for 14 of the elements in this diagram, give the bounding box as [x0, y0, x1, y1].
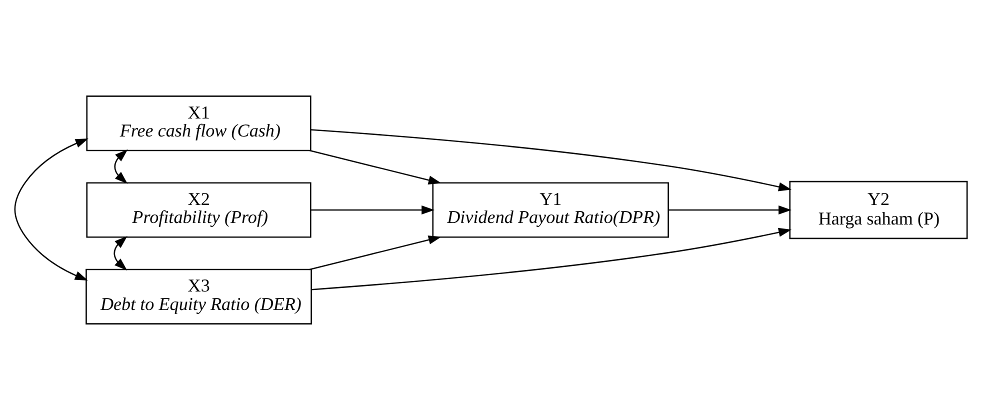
node-box: Y1 Dividend Payout Ratio(DPR) — [432, 182, 669, 238]
arrow — [114, 148, 128, 184]
arrow — [668, 204, 792, 214]
node-box: X2 Profitability (Prof) — [86, 182, 312, 238]
node-box: X1 Free cash flow (Cash) — [86, 95, 312, 151]
arrow — [312, 227, 792, 290]
arrow — [309, 149, 442, 184]
arrow — [311, 204, 435, 214]
arrow — [14, 138, 88, 280]
node-box: X3 Debt to Equity Ratio (DER) — [86, 268, 312, 324]
node-box: Y2 Harga saham (P) — [789, 180, 968, 239]
arrow — [310, 128, 792, 191]
arrow — [114, 236, 128, 270]
arrow — [309, 235, 442, 270]
